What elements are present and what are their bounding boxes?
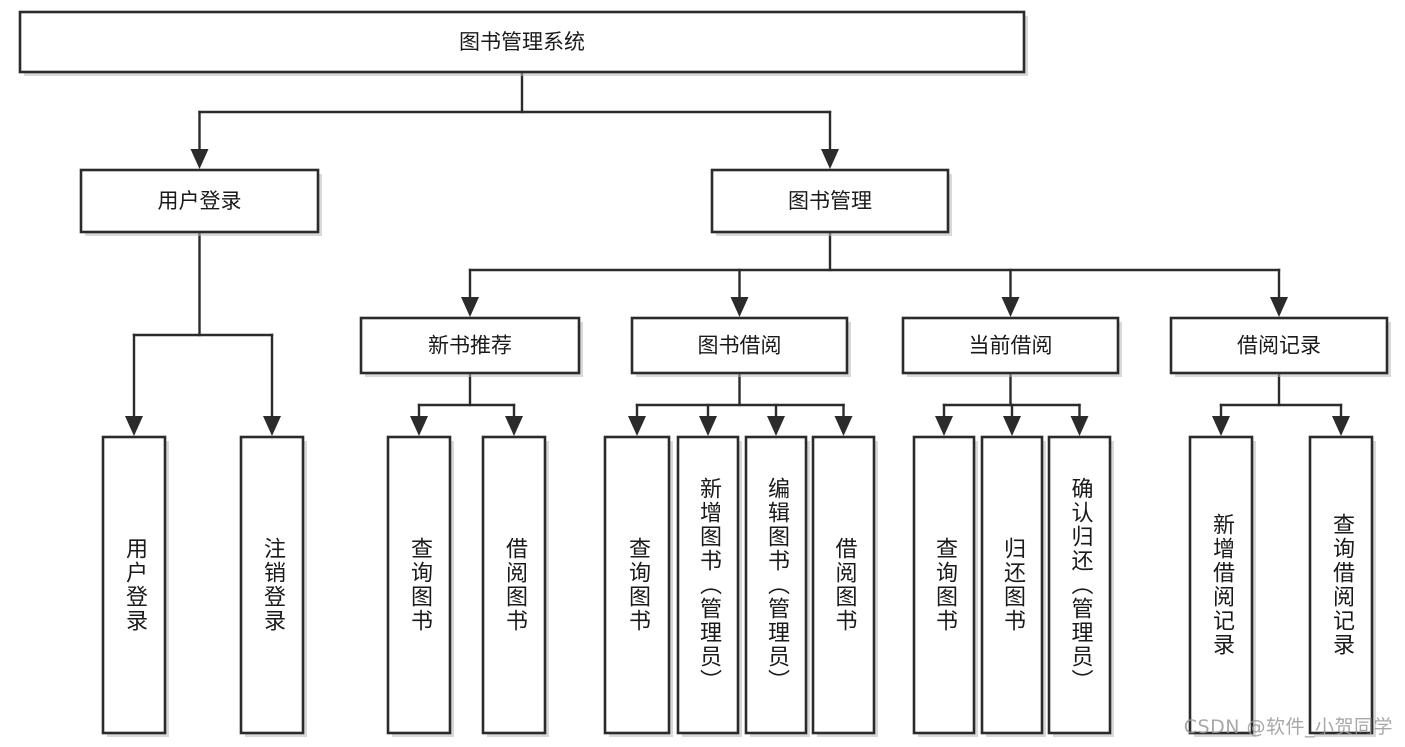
connector-group-borrow-record	[1212, 371, 1350, 436]
node-leaf-user-login[interactable]	[101, 435, 169, 737]
node-leaf-query-book-new[interactable]	[386, 435, 454, 737]
arrow-head-icon	[461, 297, 479, 317]
node-label: 图书管理	[788, 189, 872, 213]
connector-group-new-book-recommend	[410, 371, 523, 436]
node-leaf-query-borrow-record[interactable]	[1308, 435, 1376, 737]
node-book-manage[interactable]: 图书管理	[710, 168, 952, 236]
node-user-login[interactable]: 用户登录	[79, 168, 322, 236]
connector-group-user-login	[125, 230, 281, 436]
arrow-head-icon	[125, 416, 143, 436]
node-leaf-add-book-admin[interactable]	[676, 435, 742, 737]
node-leaf-query-book-borrow[interactable]	[603, 435, 673, 737]
arrow-head-icon	[190, 149, 209, 169]
node-leaf-query-book-current[interactable]	[912, 435, 978, 737]
arrow-head-icon	[1270, 297, 1288, 317]
arrow-head-icon	[1212, 416, 1230, 436]
node-leaf-return-book[interactable]	[980, 435, 1046, 737]
node-leaf-borrow-book-new[interactable]	[481, 435, 549, 737]
connector-group-current-borrow	[935, 371, 1089, 436]
arrow-head-icon	[1003, 416, 1021, 436]
arrow-head-icon	[628, 416, 646, 436]
arrow-head-icon	[505, 416, 523, 436]
node-label: 新书推荐	[428, 334, 512, 358]
node-label: 图书借阅	[698, 334, 782, 358]
node-label: 借阅记录	[1237, 334, 1321, 358]
arrow-head-icon	[1001, 297, 1020, 317]
node-leaf-add-borrow-record[interactable]	[1188, 435, 1256, 737]
node-leaf-logout-login[interactable]	[239, 435, 307, 737]
node-leaf-edit-book-admin[interactable]	[744, 435, 810, 737]
arrow-head-icon	[935, 416, 953, 436]
node-label: 图书管理系统	[459, 30, 585, 54]
node-current-borrow[interactable]: 当前借阅	[901, 316, 1122, 377]
arrow-head-icon	[1070, 416, 1089, 436]
arrow-head-icon	[730, 297, 749, 317]
node-label: 用户登录	[158, 189, 242, 213]
node-root[interactable]: 图书管理系统	[18, 10, 1028, 76]
arrow-head-icon	[1332, 416, 1350, 436]
node-leaf-borrow-book[interactable]	[811, 435, 878, 737]
node-book-borrow[interactable]: 图书借阅	[630, 316, 851, 377]
arrow-head-icon	[821, 149, 839, 169]
arrow-head-icon	[767, 416, 785, 436]
connector-group-root	[190, 70, 839, 169]
node-new-book-recommend[interactable]: 新书推荐	[359, 316, 583, 377]
arrow-head-icon	[410, 416, 428, 436]
arrow-head-icon	[834, 416, 853, 436]
connector-group-book-manage	[461, 230, 1288, 317]
connector-layer	[125, 70, 1350, 436]
arrow-head-icon	[699, 416, 717, 436]
node-leaf-confirm-return-admin[interactable]	[1047, 435, 1114, 737]
node-borrow-record[interactable]: 借阅记录	[1169, 316, 1391, 377]
arrow-head-icon	[263, 416, 281, 436]
connector-group-book-borrow	[628, 371, 853, 436]
node-label: 当前借阅	[969, 334, 1053, 358]
